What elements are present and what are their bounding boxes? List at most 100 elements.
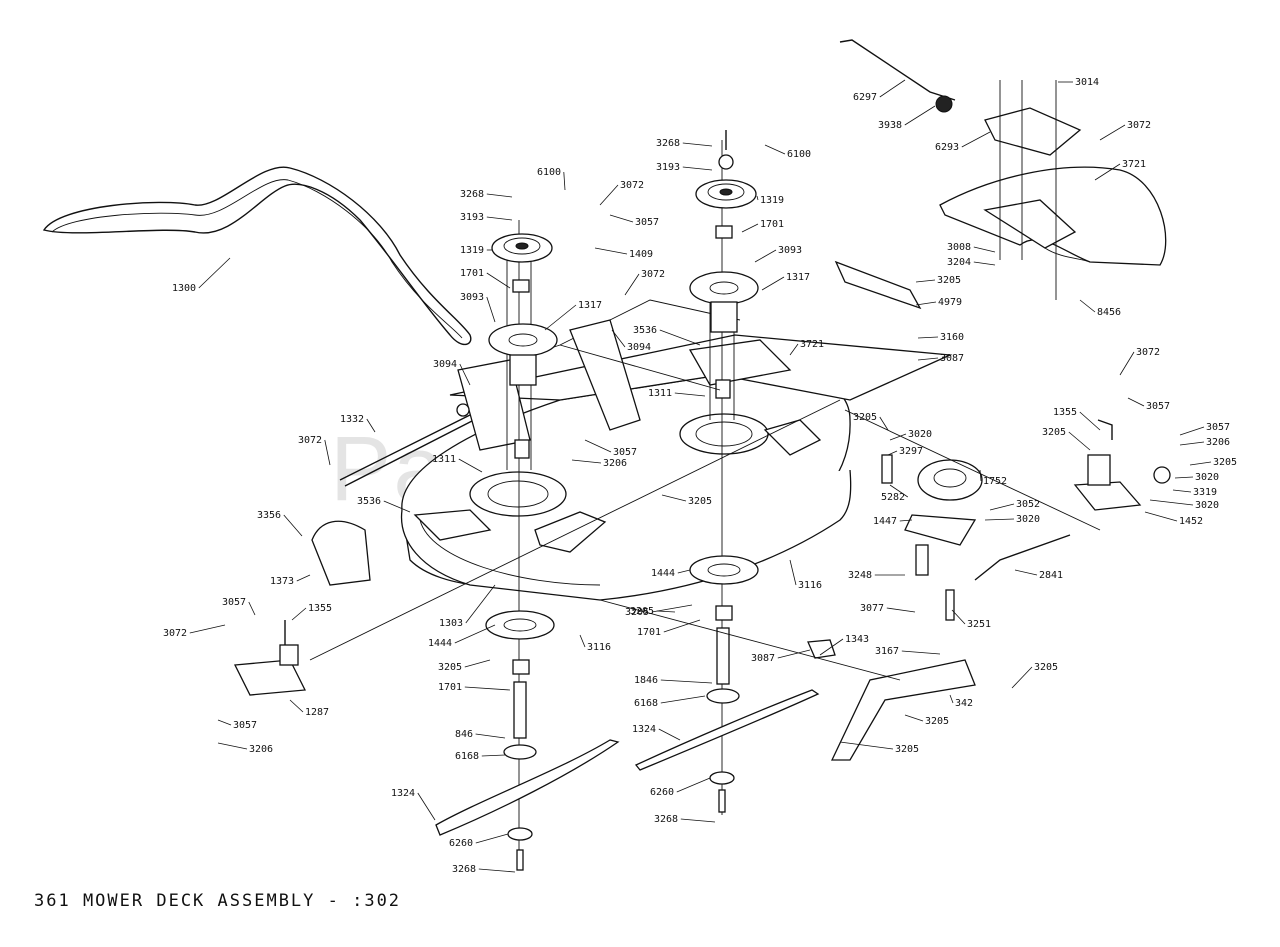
leader-line	[544, 304, 577, 331]
part-number-label: 3205	[1213, 457, 1237, 468]
callout-3268-10: 3268	[460, 189, 513, 200]
part-number-label: 3072	[1136, 347, 1160, 358]
callout-3057-21: 3057	[609, 214, 659, 228]
callout-3087-86: 3087	[751, 649, 811, 664]
leader-line	[599, 184, 619, 206]
part-number-label: 1701	[438, 682, 462, 693]
leader-line	[951, 609, 966, 625]
diagram-caption: 361 MOWER DECK ASSEMBLY - :302	[34, 891, 401, 911]
leader-line	[887, 450, 898, 456]
leader-line	[901, 650, 941, 655]
callout-342-89: 342	[949, 694, 973, 709]
part-number-label: 3205	[895, 744, 919, 755]
callout-3205-61: 3205	[630, 606, 676, 617]
callout-1300-29: 1300	[172, 257, 231, 294]
leader-line	[291, 607, 307, 621]
part-number-label: 1317	[578, 300, 602, 311]
part-number-label: 3052	[1016, 499, 1040, 510]
leader-line	[949, 694, 954, 704]
leader-line	[217, 719, 232, 726]
callout-3205-69: 3205	[915, 275, 961, 286]
part-number-label: 6293	[935, 142, 959, 153]
part-number-label: 3205	[688, 496, 712, 507]
callout-6100-19: 6100	[764, 144, 811, 160]
part-number-label: 3087	[940, 353, 964, 364]
callout-3020-80: 3020	[984, 514, 1040, 525]
part-number-label: 3536	[357, 496, 381, 507]
part-number-label: 1701	[460, 268, 484, 279]
part-number-label: 3268	[452, 864, 476, 875]
part-number-label: 6100	[787, 149, 811, 160]
callout-3721-6: 3721	[1094, 159, 1146, 181]
callout-1319-13: 1319	[460, 245, 492, 256]
leader-line	[1079, 411, 1101, 431]
callout-3008-7: 3008	[947, 242, 996, 253]
leader-line	[248, 601, 256, 616]
callout-6100-12: 6100	[537, 167, 566, 191]
part-number-label: 3193	[656, 162, 680, 173]
callout-1343-85: 1343	[819, 634, 869, 656]
leader-line	[659, 329, 701, 346]
part-number-label: 1319	[760, 195, 784, 206]
part-number-label: 3072	[163, 628, 187, 639]
part-number-label: 1355	[1053, 407, 1077, 418]
part-number-label: 3206	[249, 744, 273, 755]
leader-line	[1172, 489, 1192, 493]
leader-line	[486, 296, 496, 323]
part-number-label: 1287	[305, 707, 329, 718]
part-number-label: 846	[455, 729, 473, 740]
part-number-label: 6168	[455, 751, 479, 762]
part-number-label: 3116	[798, 580, 822, 591]
leader-line	[486, 193, 513, 198]
leader-line	[899, 519, 913, 522]
idler-assembly	[834, 260, 1171, 621]
callout-3204-8: 3204	[947, 257, 996, 268]
part-number-label: 3087	[751, 653, 775, 664]
callout-1287-51: 1287	[289, 699, 329, 718]
part-number-label: 1452	[1179, 516, 1203, 527]
part-number-label: 1846	[634, 675, 658, 686]
right-spindle-stack	[634, 130, 820, 815]
part-number-label: 3167	[875, 646, 899, 657]
part-number-label: 6297	[853, 92, 877, 103]
callout-3094-28: 3094	[611, 329, 651, 353]
part-number-label: 3248	[848, 570, 872, 581]
part-number-label: 1355	[308, 603, 332, 614]
leader-line	[663, 619, 701, 633]
callout-6168-65: 6168	[634, 695, 706, 709]
callout-1317-27: 1317	[761, 272, 810, 291]
callout-1409-23: 1409	[594, 247, 653, 260]
callout-6260-67: 6260	[650, 777, 711, 798]
part-number-label: 8456	[1097, 307, 1121, 318]
leader-line	[973, 261, 996, 266]
part-number-label: 6168	[634, 698, 658, 709]
leader-line	[889, 484, 909, 498]
leader-line	[979, 469, 982, 482]
callout-3093-15: 3093	[460, 292, 496, 323]
leader-line	[198, 257, 231, 289]
leader-line	[289, 699, 304, 713]
part-number-label: 1447	[873, 516, 897, 527]
part-number-label: 3116	[587, 642, 611, 653]
callout-3020-101: 3020	[1149, 499, 1219, 511]
callout-1447-79: 1447	[873, 516, 913, 527]
leader-line	[283, 514, 303, 537]
callout-3205-88: 3205	[1011, 662, 1058, 689]
leader-line	[677, 569, 691, 574]
callout-3268-58: 3268	[452, 864, 516, 875]
leader-line	[478, 868, 516, 873]
callout-3093-26: 3093	[754, 245, 802, 263]
callout-3072-92: 3072	[1119, 347, 1160, 376]
leader-line	[680, 818, 716, 823]
leader-line	[754, 249, 777, 263]
leader-line	[1099, 124, 1126, 141]
part-number-label: 1373	[270, 576, 294, 587]
leader-line	[819, 638, 844, 656]
callout-3072-35: 3072	[298, 435, 331, 466]
left-side-parts	[233, 399, 841, 696]
arm-bracket	[807, 639, 976, 761]
part-number-label: 3020	[1195, 472, 1219, 483]
part-number-label: 1324	[391, 788, 415, 799]
